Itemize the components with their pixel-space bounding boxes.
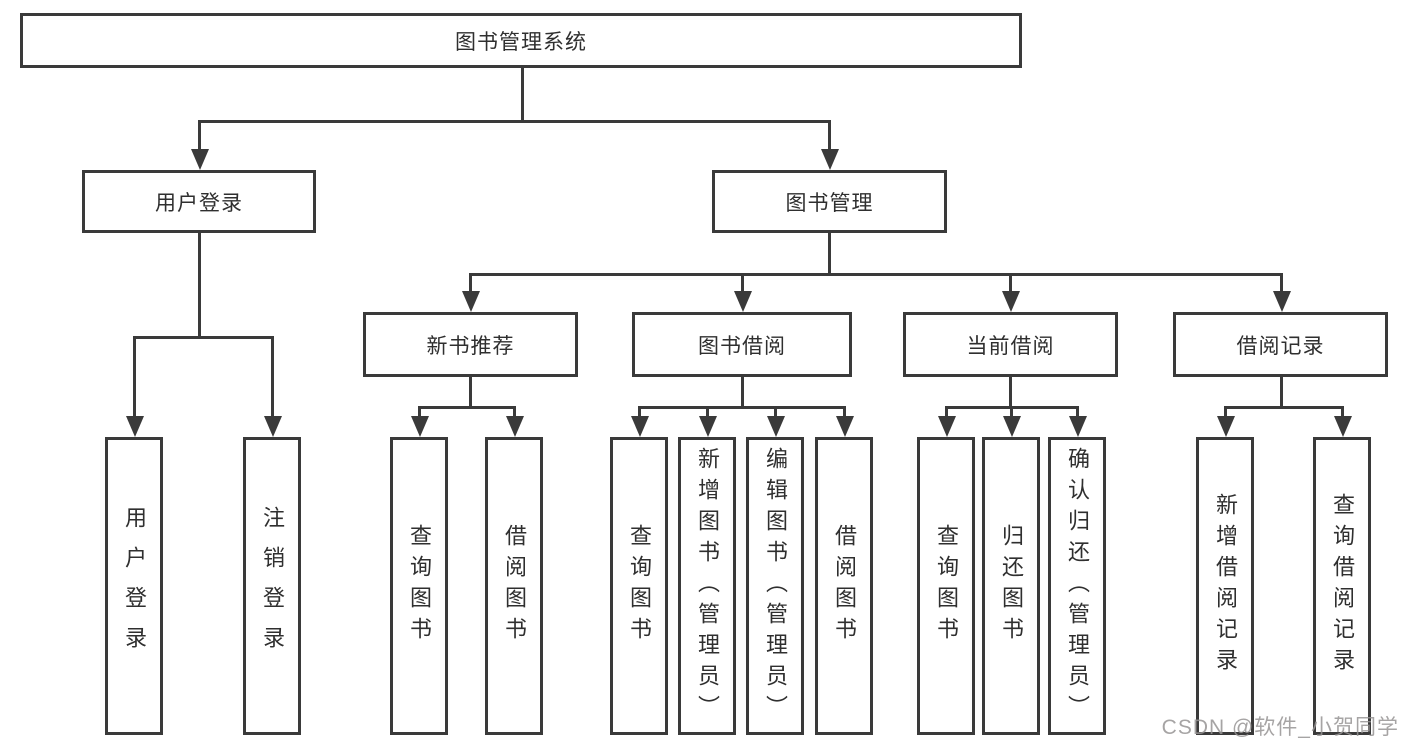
node-book-borrow: 图书借阅 [632,312,852,377]
arrow-down-icon [1273,291,1291,312]
node-label: 新增图书（管理员） [695,446,720,726]
connector-line [1224,406,1227,419]
connector-line [271,336,274,419]
connector-line [1280,377,1283,406]
connector-line [469,273,472,295]
arrow-down-icon [462,291,480,312]
connector-line [1341,406,1344,419]
connector-line [828,120,831,152]
node-label: 确认归还（管理员） [1065,446,1090,726]
arrow-down-icon [264,416,282,437]
node-label: 图书管理 [785,191,874,215]
node-label: 当前借阅 [966,334,1055,358]
node-label: 借阅图书 [502,524,527,648]
node-label: 新书推荐 [426,334,515,358]
arrow-down-icon [836,416,854,437]
node-label: 借阅图书 [832,524,857,648]
node-library-management-system: 图书管理系统 [20,13,1022,68]
connector-line [418,406,421,419]
connector-line [469,377,472,406]
arrow-down-icon [631,416,649,437]
connector-line [418,406,516,409]
arrow-down-icon [506,416,524,437]
leaf-logout: 注销登录 [243,437,301,735]
node-label: 用户登录 [155,191,243,215]
node-label: 查询图书 [627,524,652,648]
leaf-edit-books-admin: 编辑图书（管理员） [746,437,804,735]
connector-line [133,336,136,419]
leaf-query-books-current: 查询图书 [917,437,975,735]
arrow-down-icon [699,416,717,437]
arrow-down-icon [734,291,752,312]
arrow-down-icon [767,416,785,437]
arrow-down-icon [191,149,209,170]
arrow-down-icon [938,416,956,437]
node-label: 图书管理系统 [455,30,587,54]
node-label: 归还图书 [999,524,1024,648]
node-label: 查询图书 [934,524,959,648]
arrow-down-icon [1069,416,1087,437]
connector-line [1010,406,1013,419]
connector-line [741,273,744,295]
connector-line [638,406,641,419]
leaf-borrow-books: 借阅图书 [815,437,873,735]
node-current-borrow: 当前借阅 [903,312,1118,377]
node-borrow-record: 借阅记录 [1173,312,1388,377]
leaf-confirm-return-admin: 确认归还（管理员） [1048,437,1106,735]
leaf-add-books-admin: 新增图书（管理员） [678,437,736,735]
arrow-down-icon [1217,416,1235,437]
arrow-down-icon [821,149,839,170]
csdn-watermark: CSDN @软件_小贺同学 [1161,716,1399,739]
connector-line [198,120,201,152]
connector-line [133,336,274,339]
node-label: 注销登录 [260,506,285,666]
leaf-query-books-borrow: 查询图书 [610,437,668,735]
leaf-query-borrow-record: 查询借阅记录 [1313,437,1371,735]
connector-line [198,233,201,339]
connector-line [828,233,831,276]
arrow-down-icon [1003,416,1021,437]
connector-line [1076,406,1079,419]
node-label: 编辑图书（管理员） [763,446,788,726]
arrow-down-icon [1334,416,1352,437]
connector-line [513,406,516,419]
connector-line [945,406,948,419]
node-user-login: 用户登录 [82,170,316,233]
connector-line [521,68,524,120]
node-label: 用户登录 [122,506,147,666]
connector-line [1280,273,1283,295]
connector-line [198,120,831,123]
node-label: 图书借阅 [698,334,786,358]
connector-line [774,406,777,419]
connector-line [1009,273,1012,295]
arrow-down-icon [1002,291,1020,312]
node-label: 新增借阅记录 [1213,493,1238,679]
connector-line [1224,406,1344,409]
arrow-down-icon [126,416,144,437]
connector-line [706,406,709,419]
node-book-management: 图书管理 [712,170,947,233]
connector-line [1009,377,1012,406]
node-new-book-recommend: 新书推荐 [363,312,578,377]
node-label: 查询图书 [407,524,432,648]
connector-line [843,406,846,419]
connector-line [469,273,1283,276]
leaf-borrow-books-recommend: 借阅图书 [485,437,543,735]
node-label: 查询借阅记录 [1330,493,1355,679]
leaf-add-borrow-record: 新增借阅记录 [1196,437,1254,735]
node-label: 借阅记录 [1236,334,1325,358]
connector-line [638,406,846,409]
leaf-query-books-recommend: 查询图书 [390,437,448,735]
leaf-user-login: 用户登录 [105,437,163,735]
arrow-down-icon [411,416,429,437]
leaf-return-books: 归还图书 [982,437,1040,735]
connector-line [741,377,744,406]
